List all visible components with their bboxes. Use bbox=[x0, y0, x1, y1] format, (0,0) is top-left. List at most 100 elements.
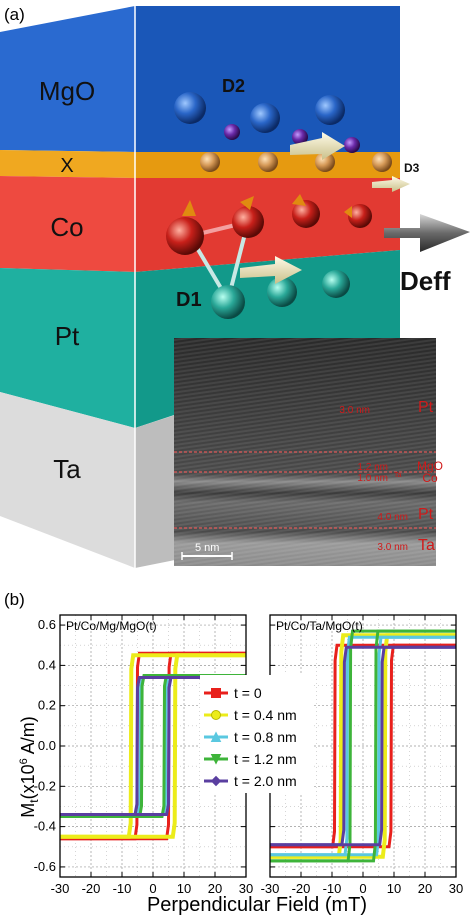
legend-label: t = 0.8 nm bbox=[234, 729, 297, 745]
schematic-svg: (a) MgO X Co Pt Ta D2 D3 D1 bbox=[0, 5, 470, 568]
x-tick-label: -30 bbox=[51, 881, 70, 896]
x-tick-label: -20 bbox=[292, 881, 311, 896]
atom-o bbox=[224, 124, 240, 140]
x-tick-label: 0 bbox=[359, 881, 366, 896]
loop-descending bbox=[60, 653, 246, 839]
loop-descending bbox=[60, 674, 246, 818]
mgo-front-face bbox=[0, 6, 135, 152]
x-axis-label: Perpendicular Field (mT) bbox=[147, 894, 367, 916]
atom-x bbox=[372, 152, 392, 172]
vector-label-d2: D2 bbox=[222, 76, 245, 96]
atom-pt bbox=[267, 277, 297, 307]
tem-thickness: 1.0 nm bbox=[357, 473, 388, 484]
plot-pt-co-ta-mgo: -30 -20 -10 0 10 20 30 Pt/Co/Ta/MgO(t) bbox=[261, 614, 463, 896]
y-tick-label: -0.4 bbox=[34, 819, 56, 834]
atom-pt bbox=[211, 285, 245, 319]
tem-layer-label: Ta bbox=[394, 472, 402, 479]
x-tick-label: 10 bbox=[387, 881, 401, 896]
vector-label-d1: D1 bbox=[176, 289, 202, 311]
loop-descending bbox=[270, 629, 456, 863]
x-tick-label: 20 bbox=[208, 881, 222, 896]
legend-label: t = 1.2 nm bbox=[234, 751, 297, 767]
legend: t = 0 t = 0.4 nm t = 0.8 nm t = 1.2 nm t = 2… bbox=[200, 675, 312, 793]
co-side-face bbox=[135, 178, 400, 272]
atom-o bbox=[344, 137, 360, 153]
atom-co bbox=[232, 206, 264, 238]
tem-layer-label: Co bbox=[422, 471, 438, 485]
y-tick-label: -0.2 bbox=[34, 778, 56, 793]
loop-descending bbox=[270, 633, 456, 859]
plot-title: Pt/Co/Ta/MgO(t) bbox=[276, 619, 363, 633]
d3-arrow-icon bbox=[372, 176, 410, 192]
legend-label: t = 0 bbox=[234, 685, 262, 701]
schematic-panel: (a) MgO X Co Pt Ta D2 D3 D1 bbox=[0, 5, 470, 568]
spin-arrow-icon bbox=[182, 200, 196, 216]
x-tick-label: 10 bbox=[177, 881, 191, 896]
legend-marker bbox=[210, 754, 222, 765]
legend-marker bbox=[210, 731, 222, 742]
layer-label-x: X bbox=[60, 155, 73, 177]
loop-descending bbox=[60, 676, 246, 816]
legend-marker bbox=[211, 688, 221, 698]
hysteresis-chart: (b) Mt(x106 A/m) Perpendicular Field (mT… bbox=[4, 590, 463, 916]
atom-o bbox=[292, 129, 308, 145]
panel-b-label: (b) bbox=[4, 590, 25, 609]
layer-label-mgo: MgO bbox=[39, 76, 95, 106]
tem-inset: 5 nm 3.0 nm Pt 1.2 nm MgO 1.0 nm Ta Co 4… bbox=[174, 338, 443, 566]
atom-mg bbox=[315, 95, 345, 125]
atom-x bbox=[200, 152, 220, 172]
y-tick-label: 0.6 bbox=[38, 617, 56, 632]
pt-front-face bbox=[0, 268, 135, 428]
ta-front-face bbox=[0, 392, 135, 568]
tem-thickness: 3.0 nm bbox=[339, 405, 370, 416]
x-front-face bbox=[0, 150, 135, 178]
x-tick-label: 0 bbox=[149, 881, 156, 896]
x-tick-label: -10 bbox=[323, 881, 342, 896]
x-tick-label: -20 bbox=[82, 881, 101, 896]
atom-x bbox=[258, 152, 278, 172]
x-tick-label: 20 bbox=[418, 881, 432, 896]
x-tick-label: -10 bbox=[113, 881, 132, 896]
y-tick-label: -0.6 bbox=[34, 859, 56, 874]
tem-thickness: 4.0 nm bbox=[377, 512, 408, 523]
plot-title: Pt/Co/Mg/MgO(t) bbox=[66, 619, 157, 633]
spin-arrow-icon bbox=[240, 196, 254, 210]
tem-layer-label: Ta bbox=[418, 537, 435, 554]
legend-label: t = 0.4 nm bbox=[234, 707, 297, 723]
scale-bar-label: 5 nm bbox=[195, 542, 219, 554]
layer-label-pt: Pt bbox=[55, 321, 80, 351]
ta-side-face bbox=[135, 415, 175, 568]
vector-label-deff: Deff bbox=[400, 266, 451, 296]
d1-arrow-icon bbox=[240, 256, 302, 284]
x-tick-label: 30 bbox=[449, 881, 463, 896]
vector-label-d3: D3 bbox=[404, 161, 420, 175]
legend-marker bbox=[210, 775, 222, 787]
hysteresis-panel: (b) Mt(x106 A/m) Perpendicular Field (mT… bbox=[0, 585, 474, 916]
loop-descending bbox=[270, 645, 456, 847]
tem-layer-label: Pt bbox=[418, 506, 434, 523]
y-tick-label: 0.4 bbox=[38, 657, 56, 672]
atom-mg bbox=[250, 103, 280, 133]
x-tick-label: 30 bbox=[239, 881, 253, 896]
spin-arrow-icon bbox=[292, 194, 306, 206]
layer-label-co: Co bbox=[50, 212, 83, 242]
legend-label: t = 2.0 nm bbox=[234, 773, 297, 789]
tem-thickness: 1.2 nm bbox=[357, 462, 388, 473]
deff-arrow-icon bbox=[384, 214, 470, 252]
spin-arrow-icon bbox=[344, 206, 352, 218]
atom-co bbox=[166, 217, 204, 255]
legend-marker bbox=[211, 710, 221, 720]
atom-co bbox=[348, 204, 372, 228]
atom-pt bbox=[322, 270, 350, 298]
layer-label-ta: Ta bbox=[53, 454, 81, 484]
panel-a-label: (a) bbox=[4, 5, 25, 24]
atom-x bbox=[315, 152, 335, 172]
loop-descending bbox=[270, 635, 456, 857]
atom-co bbox=[292, 200, 320, 228]
y-tick-label: 0.2 bbox=[38, 698, 56, 713]
tem-thickness: 3.0 nm bbox=[377, 542, 408, 553]
d2-arrow-icon bbox=[290, 132, 345, 160]
x-tick-label: -30 bbox=[261, 881, 280, 896]
y-axis-label: Mt(x106 A/m) bbox=[18, 716, 41, 818]
atom-mg bbox=[174, 92, 206, 124]
